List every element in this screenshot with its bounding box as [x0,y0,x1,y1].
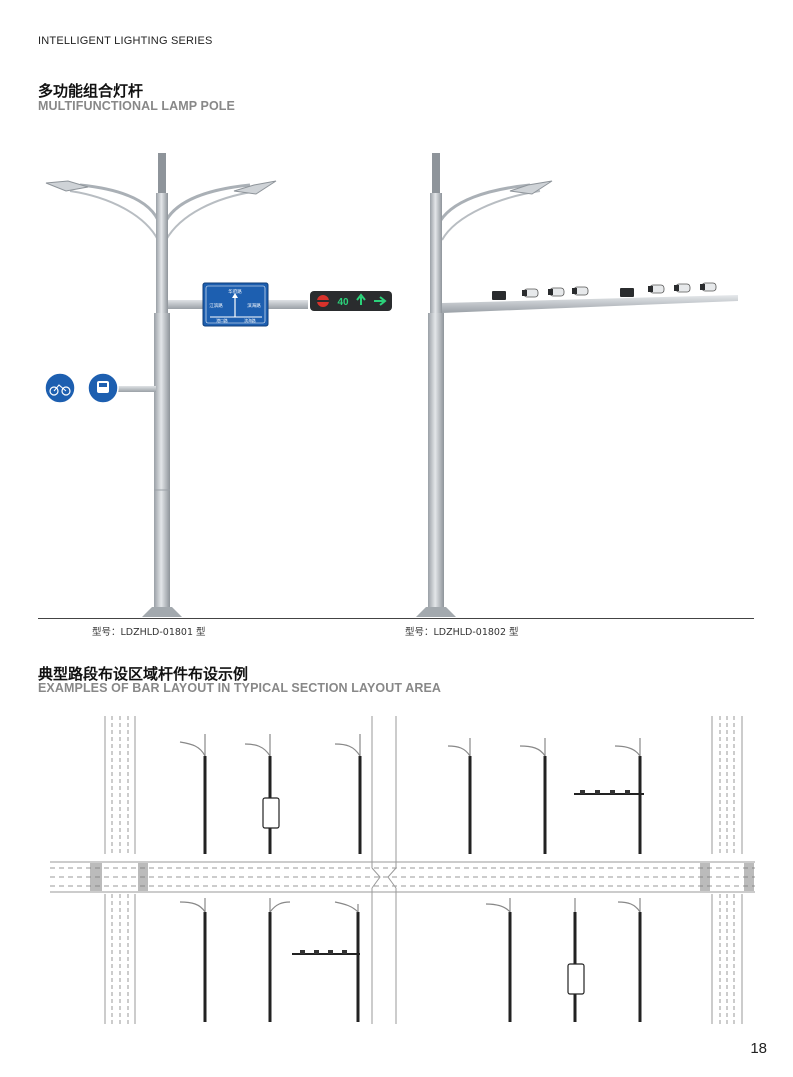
baseline-divider [38,618,754,619]
page-number: 18 [750,1040,767,1057]
signal-right-arrow-icon [374,296,387,306]
road-sign-top-text: 华府路 [228,288,242,295]
bicycle-sign-icon [44,372,76,404]
series-label: INTELLIGENT LIGHTING SERIES [38,35,213,47]
camera-icon [522,282,717,298]
road-sign-bottom-right-text: 滨海路 [244,318,256,323]
section2-title-cn: 典型路段布设区域杆件布设示例 [38,665,249,683]
model-caption-2: 型号：LDZHLD-01802 型 [405,627,519,638]
signal-straight-arrow-icon [356,293,366,305]
signal-countdown: 40 [337,297,349,308]
road-sign-right-text: 滨海路 [247,302,261,309]
lamp-pole-illustration-2 [416,153,738,617]
section-title-cn: 多功能组合灯杆 [38,82,144,100]
road-sign-bottom-left-text: 港口路 [216,318,228,323]
road-sign-left-text: 江滨路 [209,302,223,309]
lamp-pole-illustration-1: 华府路 江滨路 滨海路 港口路 滨海路 40 [44,153,392,617]
section2-title-en: EXAMPLES OF BAR LAYOUT IN TYPICAL SECTIO… [38,681,442,695]
section-title-en: MULTIFUNCTIONAL LAMP POLE [38,99,235,113]
layout-plan-diagram [50,716,755,1024]
model-caption-1: 型号：LDZHLD-01801 型 [92,627,206,638]
